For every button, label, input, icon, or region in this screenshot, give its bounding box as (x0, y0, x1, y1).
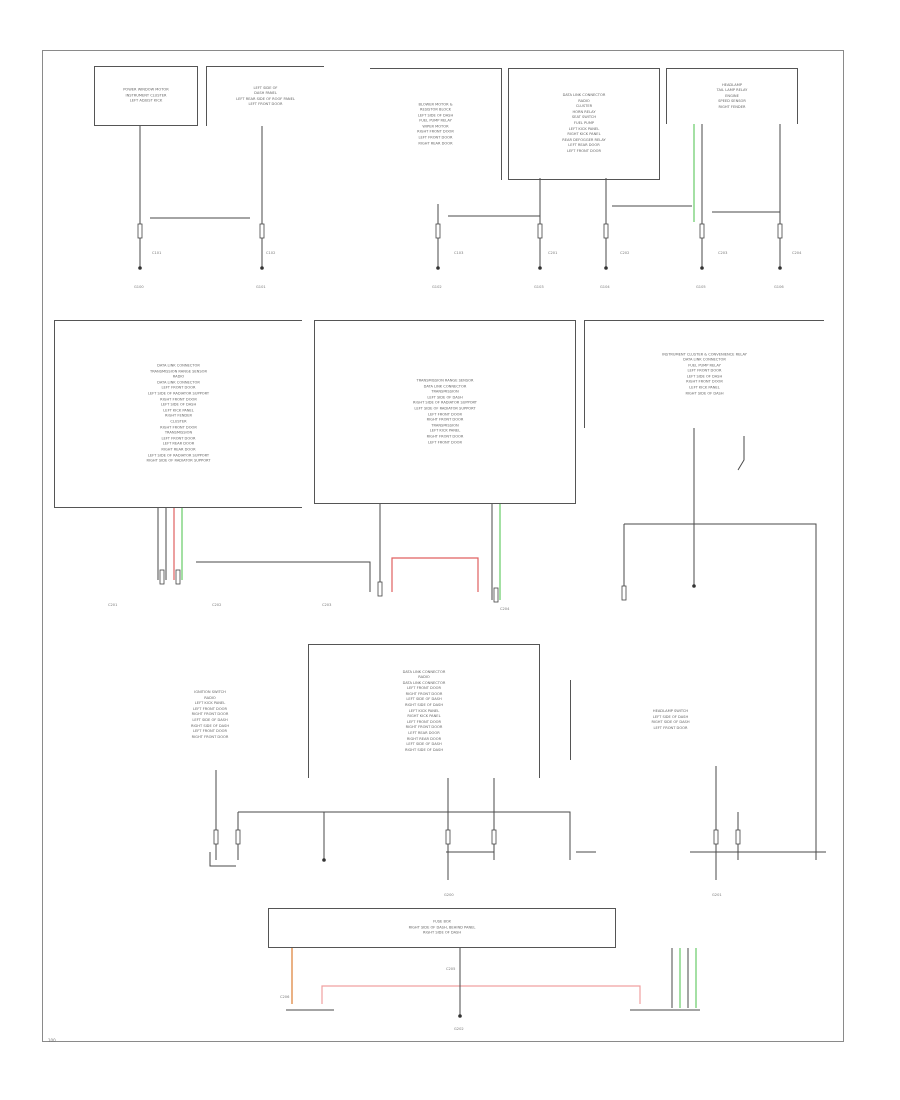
connector-label: C101 (152, 251, 161, 255)
connector (235, 829, 241, 845)
connector (493, 587, 499, 603)
connector-label: C102 (266, 251, 275, 255)
splice-point (260, 266, 264, 270)
connector-label: C203 (718, 251, 727, 255)
connector-label: C103 (454, 251, 463, 255)
connector (377, 581, 383, 597)
connector (713, 829, 719, 845)
wire-13 (196, 561, 371, 592)
wire-19 (737, 436, 745, 471)
connector (621, 585, 627, 601)
connector (259, 223, 265, 239)
connector (699, 223, 705, 239)
ground-label: G105 (696, 285, 706, 289)
connector (603, 223, 609, 239)
splice-point (138, 266, 142, 270)
splice-point (458, 1014, 462, 1018)
component-box-lb1: IGNITION SWITCH RADIO LEFT KICK PANEL LE… (120, 660, 300, 770)
component-box-lb3: HEADLAMP SWITCH LEFT SIDE OF DASH RIGHT … (570, 680, 770, 760)
figure-number: 100 (48, 1038, 56, 1043)
ground-label: G104 (600, 285, 610, 289)
connector (213, 829, 219, 845)
diagram-frame (42, 50, 844, 1042)
component-box-tb2: LEFT SIDE OF DASH PANEL LEFT REAR SIDE O… (206, 66, 324, 126)
splice-point (700, 266, 704, 270)
splice-point (778, 266, 782, 270)
connector (445, 829, 451, 845)
splice-point (538, 266, 542, 270)
splice-point (322, 858, 326, 862)
ground-label: G100 (134, 285, 144, 289)
component-box-tb3: BLOWER MOTOR & RESISTOR BLOCK LEFT SIDE … (370, 68, 502, 180)
wire-pink (321, 985, 641, 1004)
splice-point (604, 266, 608, 270)
fuse-box: FUSE BOX RIGHT SIDE OF DASH, BEHIND PANE… (268, 908, 616, 948)
connector (777, 223, 783, 239)
wire-16 (624, 523, 817, 860)
connector-label: C204 (792, 251, 802, 255)
component-box-tb4: DATA LINK CONNECTOR RADIO CLUSTER HORN R… (508, 68, 660, 180)
wire-22 (238, 811, 571, 860)
ground-label: G101 (256, 285, 266, 289)
splice-point (436, 266, 440, 270)
wire-red (391, 557, 479, 592)
connector (735, 829, 741, 845)
connector (175, 569, 181, 585)
connector-label: C204 (500, 607, 510, 611)
connector-label: C202 (620, 251, 629, 255)
ground-label: G106 (774, 285, 784, 289)
connector (137, 223, 143, 239)
component-box-tb1: POWER WINDOW MOTOR INSTRUMENT CLUSTER LE… (94, 66, 198, 126)
connector-label: C206 (280, 995, 290, 999)
ground-label: G200 (444, 893, 454, 897)
component-box-mb2: TRANSMISSION RANGE SENSOR DATA LINK CONN… (314, 320, 576, 504)
connector (435, 223, 441, 239)
ground-label: G102 (432, 285, 442, 289)
connector (491, 829, 497, 845)
ground-label: G103 (534, 285, 544, 289)
connector-label: C201 (548, 251, 557, 255)
component-box-tb5: HEADLAMP TAIL LAMP RELAY ENGINE SPEED SE… (666, 68, 798, 124)
connector-label: C205 (446, 967, 455, 971)
wire-28 (209, 852, 236, 867)
connector (159, 569, 165, 585)
ground-label: G202 (454, 1027, 464, 1031)
component-box-lb2: DATA LINK CONNECTOR RADIO DATA LINK CONN… (308, 644, 540, 778)
splice-point (692, 584, 696, 588)
component-box-mb3: INSTRUMENT CLUSTER & CONVENIENCE RELAY D… (584, 320, 824, 428)
connector (537, 223, 543, 239)
component-box-mb1: DATA LINK CONNECTOR TRANSMISSION RANGE S… (54, 320, 302, 508)
connector-label: C201 (108, 603, 117, 607)
connector-label: C203 (322, 603, 331, 607)
ground-label: G201 (712, 893, 722, 897)
connector-label: C202 (212, 603, 221, 607)
